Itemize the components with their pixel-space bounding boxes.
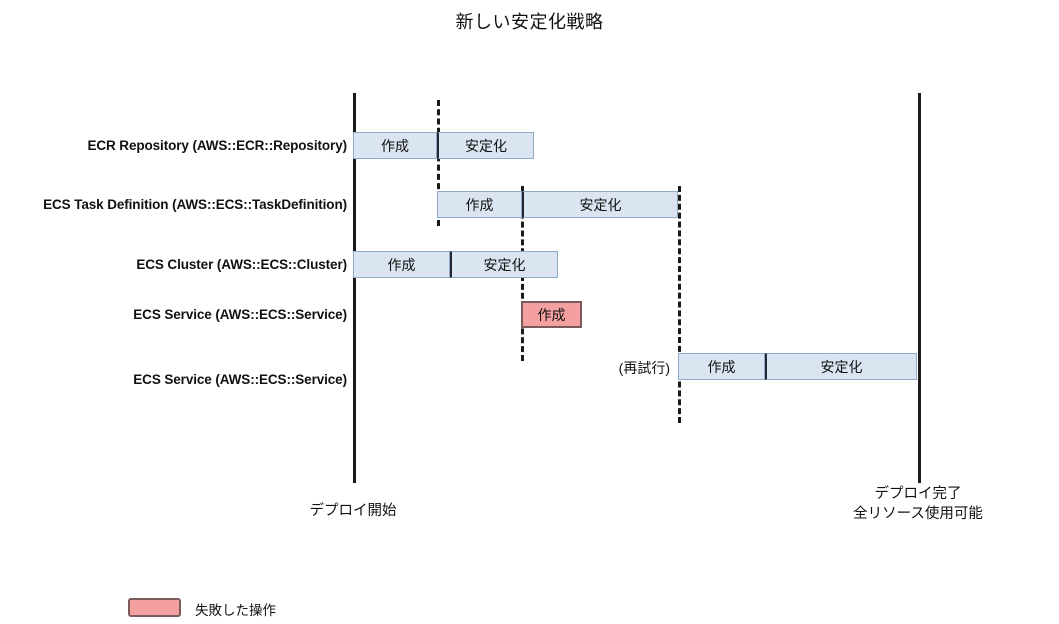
- bar-segment-create: 作成: [437, 191, 522, 218]
- deploy-complete-line: [918, 93, 921, 483]
- table-row: 作成: [521, 301, 582, 328]
- bar-segment-create: 作成: [678, 353, 765, 380]
- row-label-ecs-service-failed: ECS Service (AWS::ECS::Service): [133, 307, 347, 322]
- table-row: 作成 安定化: [353, 251, 558, 278]
- checkpoint-line-1: [437, 100, 440, 226]
- axis-caption-end: デプロイ完了 全リソース使用可能: [818, 485, 1018, 524]
- legend-label-failed: 失敗した操作: [195, 603, 276, 618]
- table-row: 作成 安定化: [353, 132, 534, 159]
- axis-caption-start: デプロイ開始: [253, 502, 453, 522]
- legend-swatch-failed: [128, 598, 181, 617]
- row-label-ecs-cluster: ECS Cluster (AWS::ECS::Cluster): [136, 257, 347, 272]
- bar-segment-create: 作成: [353, 132, 437, 159]
- bar-segment-stabilize: 安定化: [522, 191, 678, 218]
- bar-segment-stabilize: 安定化: [765, 353, 917, 380]
- deploy-start-line: [353, 93, 356, 483]
- table-row: 作成 安定化: [437, 191, 678, 218]
- bar-segment-create: 作成: [353, 251, 450, 278]
- row-label-ecs-service-retry: ECS Service (AWS::ECS::Service): [133, 372, 347, 387]
- bar-segment-create-failed: 作成: [521, 301, 582, 328]
- axis-caption-end-line1: デプロイ完了: [874, 486, 962, 502]
- axis-caption-end-line2: 全リソース使用可能: [853, 505, 983, 522]
- row-label-ecs-task-definition: ECS Task Definition (AWS::ECS::TaskDefin…: [43, 197, 347, 212]
- row-label-ecr-repository: ECR Repository (AWS::ECR::Repository): [87, 138, 347, 153]
- bar-segment-stabilize: 安定化: [450, 251, 558, 278]
- axis-caption-start-line1: デプロイ開始: [309, 503, 397, 519]
- table-row: 作成 安定化: [678, 353, 917, 380]
- page-title: 新しい安定化戦略: [455, 12, 604, 32]
- retry-annotation: (再試行): [618, 360, 670, 376]
- bar-segment-stabilize: 安定化: [437, 132, 534, 159]
- checkpoint-line-3: [678, 186, 681, 423]
